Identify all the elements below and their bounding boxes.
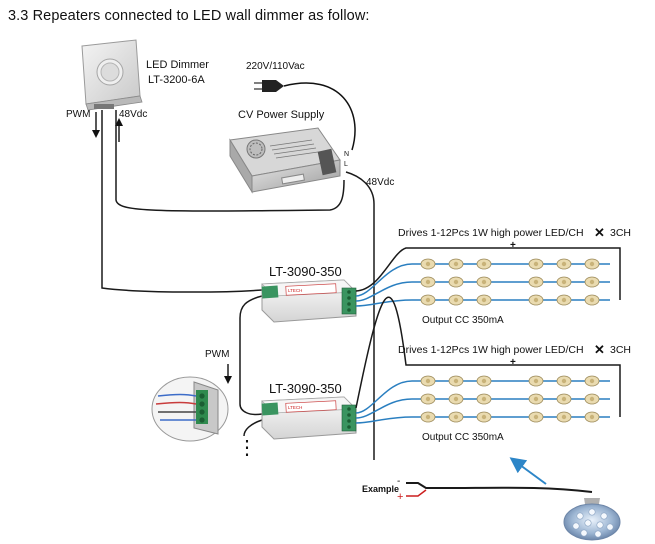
psu-name: CV Power Supply	[238, 109, 325, 121]
led-dimmer-unit	[81, 39, 143, 111]
mains-cable	[283, 82, 356, 151]
positive-bus-sign: +	[510, 357, 516, 368]
positive-bus-sign: +	[510, 240, 516, 251]
psu-terminal-l: L	[344, 161, 348, 168]
led-array-1	[355, 247, 621, 307]
times-sign: ✕	[594, 225, 605, 240]
repeater-unit-2: LTECH	[261, 396, 357, 440]
pwm-label-top: PWM	[66, 109, 90, 120]
example-wire	[406, 482, 593, 497]
times-sign: ✕	[594, 342, 605, 357]
terminal-block-closeup	[151, 376, 229, 442]
dimmer-name: LED Dimmer	[146, 59, 209, 71]
example-minus-sign: -	[397, 476, 400, 487]
continuation-dots: ⋮	[237, 437, 257, 459]
channel-count: 3CH	[610, 227, 631, 239]
led-array-2	[355, 296, 621, 424]
mains-plug	[254, 80, 284, 92]
output-current-label: Output CC 350mA	[422, 432, 504, 443]
repeater-unit-1: LTECH	[261, 279, 357, 323]
drives-description: Drives 1-12Pcs 1W high power LED/CH	[398, 344, 584, 356]
drives-description: Drives 1-12Pcs 1W high power LED/CH	[398, 227, 584, 239]
v48-label-right: 48Vdc	[366, 177, 394, 188]
cv-power-supply	[229, 127, 341, 194]
repeater-model: LT-3090-350	[269, 264, 342, 279]
example-plus-sign: +	[397, 491, 403, 503]
high-power-led-module	[563, 498, 621, 541]
example-pointer-arrow	[509, 457, 547, 485]
mains-label: 220V/110Vac	[246, 61, 305, 72]
repeater-brand: LTECH	[288, 288, 302, 293]
repeater-brand: LTECH	[288, 405, 302, 410]
example-label: Example	[362, 484, 399, 494]
v48-label-top: 48Vdc	[119, 109, 147, 120]
dimmer-model: LT-3200-6A	[148, 74, 205, 86]
psu-terminal-n: N	[344, 151, 349, 158]
main-wiring	[101, 110, 375, 460]
page-heading: 3.3 Repeaters connected to LED wall dimm…	[8, 8, 370, 24]
output-current-label: Output CC 350mA	[422, 315, 504, 326]
channel-count: 3CH	[610, 344, 631, 356]
pwm-label-mid: PWM	[205, 349, 229, 360]
repeater-model: LT-3090-350	[269, 381, 342, 396]
